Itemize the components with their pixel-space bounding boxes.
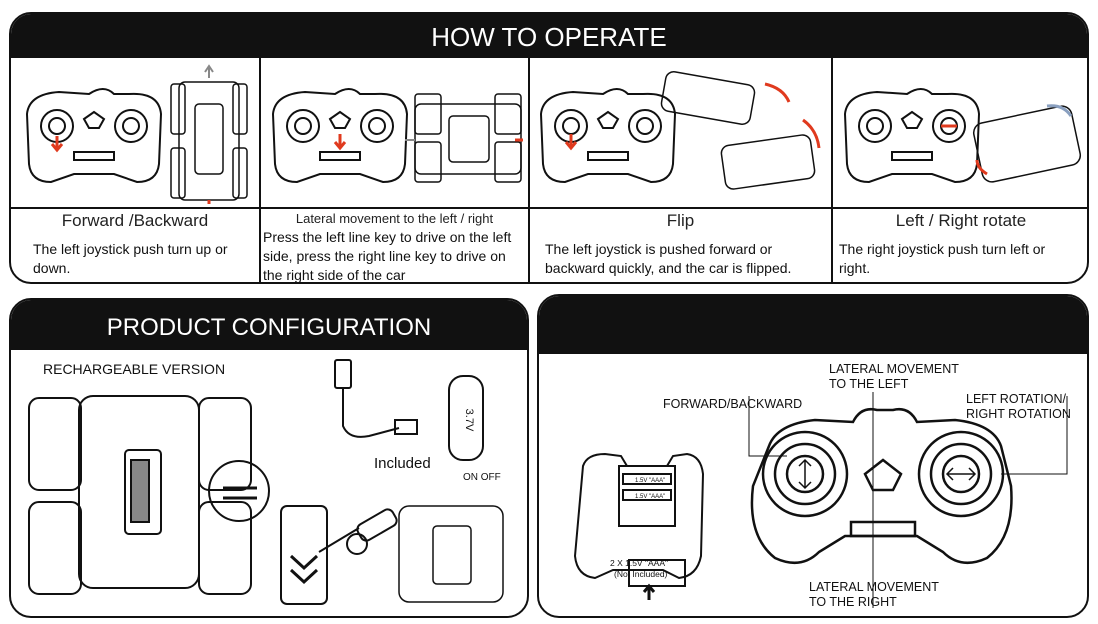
cell-3-caption: Flip: [666, 211, 695, 230]
rotate-arrow-icon: [1046, 104, 1073, 117]
leader-lines: [748, 392, 1068, 608]
rotating-car-icon: [972, 105, 1082, 183]
cell-2-description: Press the left line key to drive on the …: [263, 229, 512, 283]
rotation-label: LEFT ROTATION/ RIGHT ROTATION: [966, 392, 1071, 421]
red-arrow-icon: [564, 134, 578, 151]
forward-backward-illustration: [25, 64, 248, 204]
cell-1-caption: Forward /Backward: [61, 211, 209, 230]
cell-4-description: The right joystick push turn left or rig…: [839, 241, 1046, 276]
controller-icon: [25, 88, 163, 184]
battery-icon: [448, 375, 484, 461]
battery-slot-zoom: [208, 460, 270, 522]
curve-arrow-icon: [802, 118, 821, 149]
battery-label: 3.7V: [463, 409, 475, 432]
product-configuration-title: PRODUCT CONFIGURATION: [106, 314, 432, 341]
up-arrow-icon: [642, 583, 656, 600]
rotate-illustration: [843, 88, 1082, 184]
controller-diagram-illustration: 1.5V "AAA" 1.5V "AAA" 2 X 1.5V "AAA" (No…: [573, 392, 1068, 608]
up-arrow-icon: [204, 64, 214, 78]
controller-diagram-panel: LATERAL MOVEMENT TO THE LEFT FORWARD/BAC…: [537, 294, 1089, 618]
flipping-car-icon: [660, 71, 816, 190]
how-to-operate-title: HOW TO OPERATE: [431, 22, 667, 52]
red-arrow-icon: [333, 134, 347, 151]
controller-front-view: [750, 408, 1013, 565]
how-to-operate-panel: HOW TO OPERATE: [9, 12, 1089, 284]
product-configuration-panel: PRODUCT CONFIGURATION RECHARGEABLE VERSI…: [9, 298, 529, 618]
battery-note: 2 X 1.5V "AAA": [610, 558, 668, 568]
battery-cell-label: 1.5V "AAA": [635, 494, 665, 500]
cell-1-description: The left joystick push turn up or down.: [33, 241, 228, 276]
car-top-view: [28, 395, 252, 595]
battery-cell-label: 1.5V "AAA": [635, 478, 665, 484]
switch-label: ON OFF: [463, 472, 501, 483]
flip-illustration: [539, 71, 821, 190]
how-to-operate-banner: HOW TO OPERATE: [11, 14, 1087, 58]
column-divider-3: [831, 58, 833, 282]
controller-icon: [539, 88, 677, 184]
caption-divider: [11, 207, 1087, 209]
controller-diagram-banner: [539, 296, 1087, 354]
car-top-icon: [170, 81, 248, 201]
remote-controller-icon: [280, 505, 328, 605]
curve-arrow-icon: [764, 82, 791, 103]
included-label: Included: [374, 455, 431, 472]
car-side-icon: [414, 93, 522, 183]
controller-icon: [271, 88, 409, 184]
red-arrow-icon: [50, 136, 64, 153]
cell-2-caption: Lateral movement to the left / right: [295, 211, 494, 226]
lateral-left-label: LATERAL MOVEMENT TO THE LEFT: [829, 362, 959, 391]
usb-cable-icon: [334, 359, 418, 438]
screwdriver-icon: [318, 508, 398, 555]
column-divider-2: [528, 58, 530, 282]
product-configuration-banner: PRODUCT CONFIGURATION: [11, 300, 527, 350]
controller-back-view: [573, 452, 705, 587]
cell-3-description: The left joystick is pushed forward or b…: [545, 241, 792, 276]
product-configuration-illustration: 3.7V Included ON OFF: [28, 359, 504, 605]
joystick-arrows-icon: [798, 458, 812, 490]
lateral-movement-illustration: [271, 88, 523, 184]
car-switch-icon: [398, 505, 504, 603]
controller-icon: [843, 88, 981, 184]
forward-backward-label: FORWARD/BACKWARD: [663, 397, 803, 411]
column-divider-1: [259, 58, 261, 282]
rotate-arrow-icon: [975, 159, 988, 176]
battery-note-sub: (Not Included): [614, 569, 668, 579]
joystick-arrows-icon: [945, 467, 977, 481]
version-label: RECHARGEABLE VERSION: [43, 361, 226, 377]
lateral-right-label: LATERAL MOVEMENT TO THE RIGHT: [809, 580, 939, 609]
cell-4-caption: Left / Right rotate: [895, 211, 1027, 230]
